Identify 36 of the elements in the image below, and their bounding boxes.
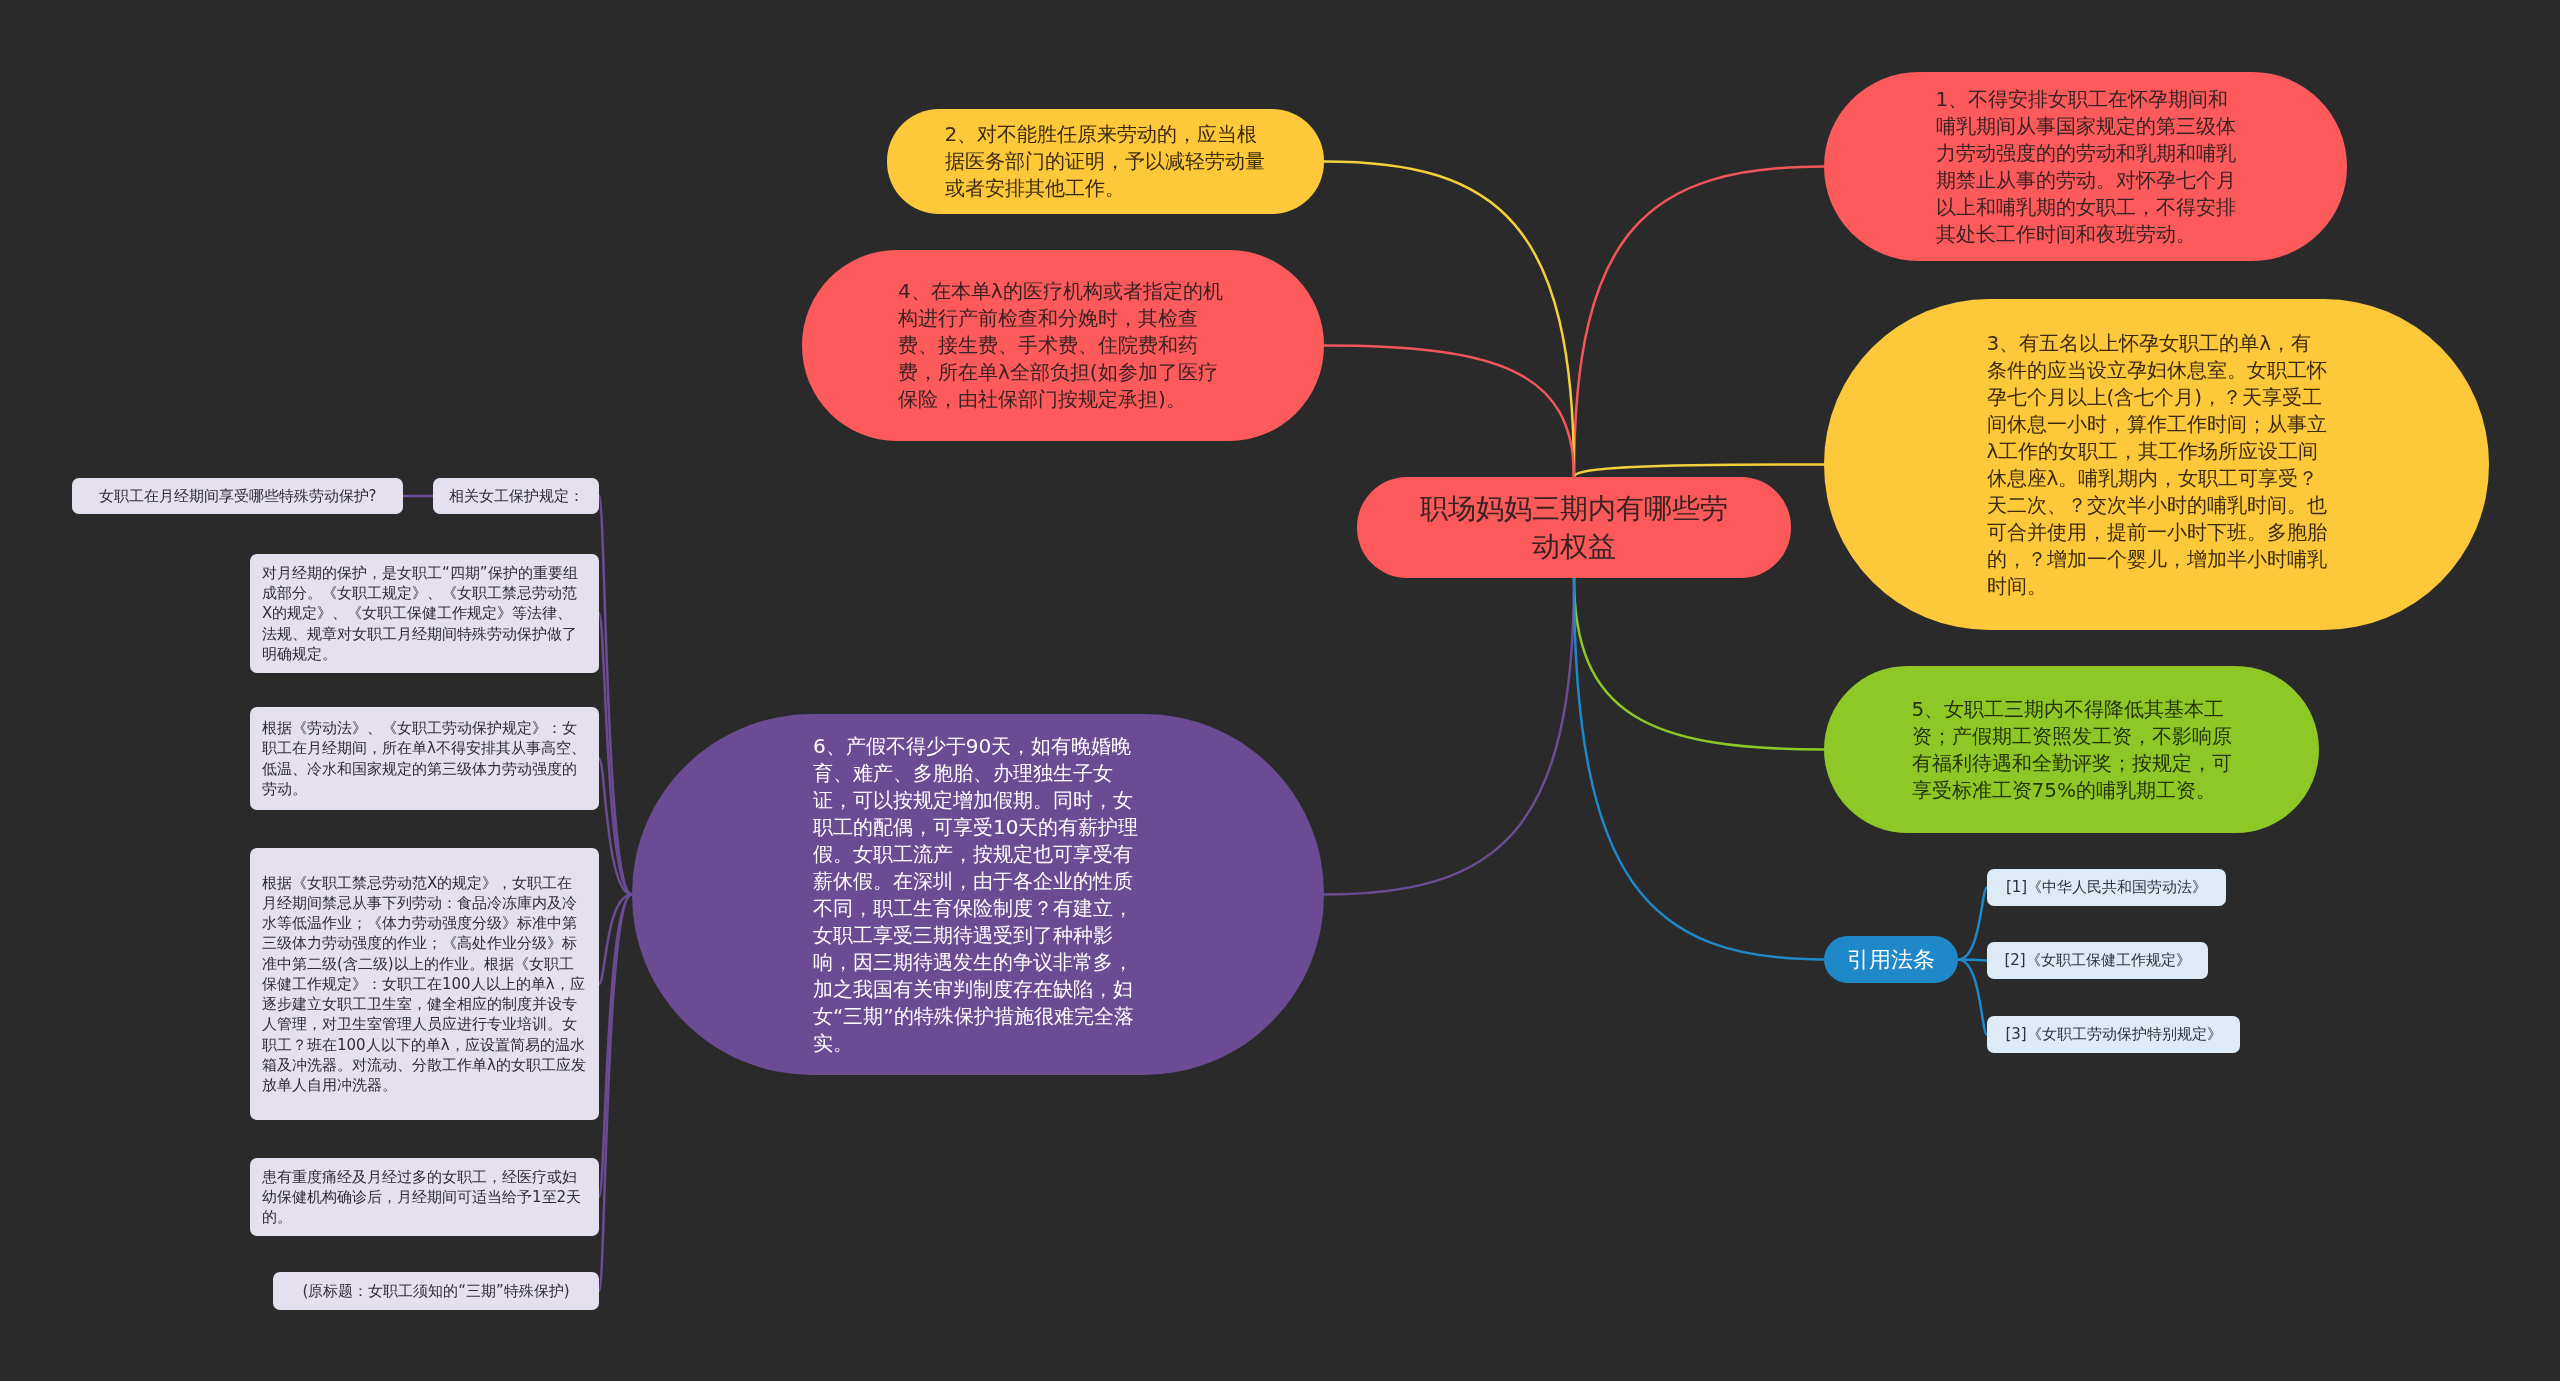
citation-card <box>1987 869 2226 906</box>
note-card <box>273 1272 599 1310</box>
note-card <box>72 478 403 514</box>
subtopic-pill <box>1824 936 1958 983</box>
topic-text: 患有重度痛经及月经过多的女职工，经医疗或妇幼保健机构确诊后，月经期间可适当给予1至2天的。 <box>262 1166 583 1228</box>
topic-text: 相关女工保护规定： <box>448 485 584 507</box>
topic-text: 5、女职工三期内不得降低其基本工资；产假期工资照发工资，不影响原有福利待遇和全勤评奖；按规定，可享受标准工资75%的哺乳期工资。 <box>1911 695 2232 804</box>
connector-line <box>597 613 633 896</box>
topic-text: 6、产假不得少于90天，如有晚婚晚育、难产、多胞胎、办理独生子女证，可以按规定增加假期。同时，女职工的配偶，可享受10天的有薪护理假。女职工流产，按规定也可享受有薪休假。在深圳，由于各企业的性质不同，职工生育保险制度？有建立，女职工享受三期待遇受到了种种影响，因三期待遇发生的争议非常多，加之我国有关审判制度存在缺陷，妇女“三期”的特殊保护措施很难完全落实。 <box>813 732 1140 1057</box>
topic-text: 对月经期的保护，是女职工“四期”保护的重要组成部分。《女职工规定》、《女职工禁忌劳动范X的规定》、《女职工保健工作规定》等法律、法规、规章对女职工月经期间特殊劳动保护做了明确规定。 <box>262 562 579 665</box>
topic-text: 职场妈妈三期内有哪些劳动权益 <box>1419 490 1729 565</box>
connector-line <box>1572 463 1824 478</box>
topic-text: 1、不得安排女职工在怀孕期间和哺乳期间从事国家规定的第三级体力劳动强度的的劳动和乳期和哺乳期禁止从事的劳动。对怀孕七个月以上和哺乳期的女职工，不得安排其处长工作时间和夜班劳动。 <box>1935 85 2236 248</box>
topic-text: 根据《女职工禁忌劳动范X的规定》，女职工在月经期间禁忌从事下列劳动：食品冷冻庫内及冷水等低温作业；《体力劳动强度分级》标准中第三级体力劳动强度的作业；《高处作业分级》标准中第二级(含二级)以上的作业。根据《女职工保健工作规定》：女职工在100人以上的单λ，应逐步建立女职工卫生室，健全相应的制度并设专人管理，对卫生室管理人员应进行专业培训。女职工？班在100人以下的单λ，应设置简易的温水箱及冲洗器。对流动、分散工作单λ的女职工应发放单人自用冲洗器。 <box>262 872 587 1096</box>
topic-text: 女职工在月经期间享受哪些特殊劳动保护? <box>98 485 377 507</box>
note-card <box>250 1158 599 1236</box>
topic-text: (原标题：女职工须知的“三期”特殊保护) <box>302 1280 570 1302</box>
citation-card <box>1987 1016 2240 1053</box>
connector-line <box>1324 344 1576 478</box>
topic-text: [3]《女职工劳动保护特别规定》 <box>2005 1024 2222 1045</box>
topic-text: [1]《中华人民共和国劳动法》 <box>2005 877 2208 898</box>
connector-line <box>597 893 633 1292</box>
topic-text: [2]《女职工保健工作规定》 <box>2004 950 2191 971</box>
connector-line <box>1572 577 1825 961</box>
connector-line <box>1957 958 1989 1036</box>
topic-text: 2、对不能胜任原来劳动的，应当根据医务部门的证明，予以减轻劳动量或者安排其他工作。 <box>944 121 1266 202</box>
note-card <box>250 554 599 673</box>
topic-text: 引用法条 <box>1847 945 1935 974</box>
note-card <box>250 707 599 810</box>
topic-text: 根据《劳动法》、《女职工劳动保护规定》：女职工在月经期间，所在单λ不得安排其从事高空、低温、冷水和国家规定的第三级体力劳动强度的劳动。 <box>262 718 587 799</box>
citation-card <box>1987 942 2208 979</box>
topic-text: 4、在本单λ的医疗机构或者指定的机构进行产前检查和分娩时，其检查费、接生费、手术费、住院费和药费，所在单λ全部负担(如参加了医疗保险，由社保部门按规定承担)。 <box>898 278 1224 413</box>
topic-text: 3、有五名以上怀孕女职工的单λ，有条件的应当设立孕妇休息室。女职工怀孕七个月以上(含七个月)，？天享受工间休息一小时，算作工作时间；从事立λ工作的女职工，其工作场所应设工间休息座λ。哺乳期内，女职工可享受？天二次、？交次半小时的哺乳时间。也可合并使用，提前一小时下班。多胞胎的，？增加一个婴儿，增加半小时哺乳时间。 <box>1986 329 2327 600</box>
note-card <box>433 478 599 514</box>
connector-line <box>403 494 433 498</box>
note-card <box>250 848 599 1120</box>
